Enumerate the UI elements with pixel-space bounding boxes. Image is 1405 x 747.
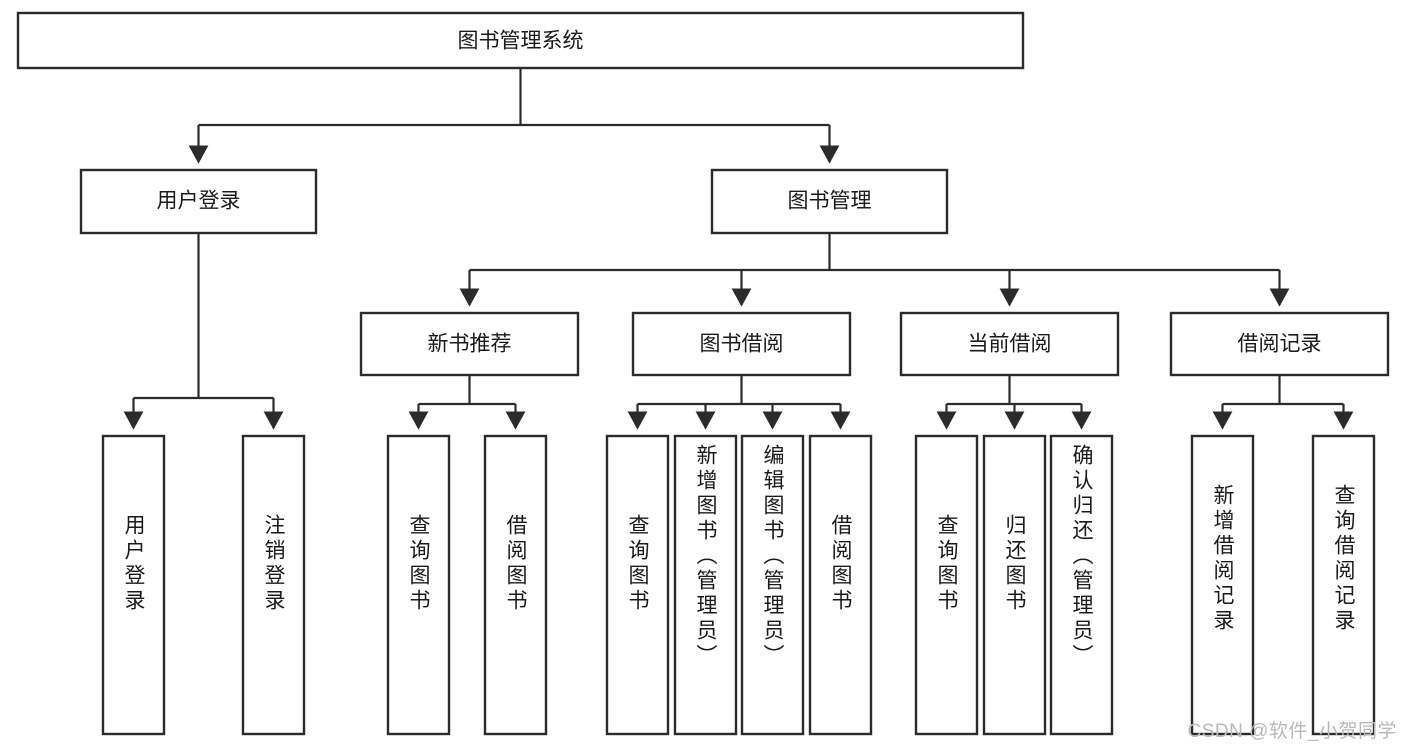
node-current-borrow[interactable] xyxy=(899,311,1120,377)
node-book-borrow-label: 图书借阅 xyxy=(700,333,784,356)
node-new-book-recommend[interactable] xyxy=(359,311,580,377)
node-root-label: 图书管理系统 xyxy=(458,30,584,53)
node-book-management-label: 图书管理 xyxy=(788,190,872,213)
leaf-box-query-book-recommend[interactable] xyxy=(386,434,451,736)
connector-group-user-login xyxy=(123,233,284,430)
leaf-box-return-book[interactable] xyxy=(982,434,1047,736)
node-user-login-label: 用户登录 xyxy=(157,190,241,213)
leaf-box-logout[interactable] xyxy=(241,434,306,736)
leaf-box-edit-book-admin[interactable] xyxy=(740,434,805,736)
leaf-box-borrow-book[interactable] xyxy=(808,434,873,736)
leaf-box-user-login[interactable] xyxy=(101,434,166,736)
leaf-box-borrow-book-recommend[interactable] xyxy=(483,434,548,736)
connector-group-root xyxy=(188,68,840,164)
connector-group-current-borrow xyxy=(936,375,1092,430)
leaf-box-add-book-admin[interactable] xyxy=(673,434,738,736)
leaf-box-query-book-current[interactable] xyxy=(914,434,979,736)
connector-group-new-book-recommend xyxy=(408,375,526,430)
leaf-box-query-book-borrow[interactable] xyxy=(605,434,670,736)
node-user-login[interactable] xyxy=(79,168,318,235)
connector-group-book-borrow xyxy=(627,375,851,430)
node-book-management[interactable] xyxy=(710,168,949,235)
leaf-box-confirm-return-admin[interactable] xyxy=(1049,434,1114,736)
leaf-box-add-borrow-record[interactable] xyxy=(1190,434,1255,736)
connector-group-borrow-record xyxy=(1212,375,1354,430)
node-new-book-recommend-label: 新书推荐 xyxy=(428,333,512,356)
connector-group-book-management xyxy=(459,233,1290,307)
node-root[interactable] xyxy=(16,11,1025,70)
leaf-box-query-borrow-record[interactable] xyxy=(1311,434,1376,736)
node-book-borrow[interactable] xyxy=(631,311,852,377)
csdn-watermark: CSDN @软件_小贺同学 xyxy=(1187,721,1397,742)
node-borrow-record-label: 借阅记录 xyxy=(1238,333,1322,356)
node-borrow-record[interactable] xyxy=(1169,311,1390,377)
node-current-borrow-label: 当前借阅 xyxy=(968,333,1052,356)
